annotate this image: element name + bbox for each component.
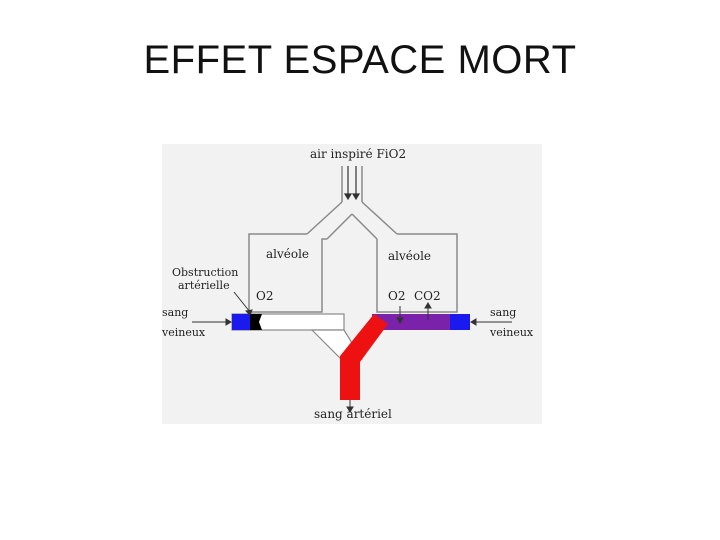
arterial-obstruction	[250, 314, 262, 330]
label-o2-right: O2	[388, 289, 405, 303]
label-sang-veineux-left-1: sang	[162, 306, 188, 319]
diagram-svg: air inspiré FiO2 alvéole alvéole Obstruc…	[162, 147, 534, 421]
right-venous-arrow	[470, 318, 512, 326]
label-sang-veineux-right-1: sang	[490, 306, 516, 319]
inspired-air-arrows	[343, 166, 361, 201]
left-venous-arrow	[192, 318, 232, 326]
left-venous-blood	[232, 314, 254, 330]
label-sang-veineux-right-2: veineux	[489, 326, 534, 339]
label-obstruction-1: Obstruction	[172, 266, 238, 279]
label-o2-left: O2	[256, 289, 273, 303]
arterial-outflow-arrow	[346, 400, 354, 413]
right-alveolus	[376, 233, 458, 313]
arterial-blood-branch	[340, 314, 388, 400]
left-alveolus	[248, 233, 327, 313]
label-sang-arteriel: sang artériel	[314, 407, 392, 421]
right-venous-blood	[450, 314, 470, 330]
slide-title: EFFET ESPACE MORT	[143, 38, 577, 82]
label-sang-veineux-left-2: veineux	[162, 326, 206, 339]
label-alveole-right: alvéole	[388, 249, 431, 263]
airway-outline	[306, 166, 398, 240]
co2-diffusion-arrow	[424, 302, 432, 320]
label-air-inspire: air inspiré FiO2	[310, 147, 406, 161]
dead-space-diagram: air inspiré FiO2 alvéole alvéole Obstruc…	[162, 144, 542, 424]
o2-diffusion-arrow	[396, 306, 404, 324]
label-obstruction-2: artérielle	[178, 279, 230, 292]
label-co2-right: CO2	[414, 289, 441, 303]
label-alveole-left: alvéole	[266, 247, 309, 261]
obstruction-arrow	[233, 291, 253, 316]
